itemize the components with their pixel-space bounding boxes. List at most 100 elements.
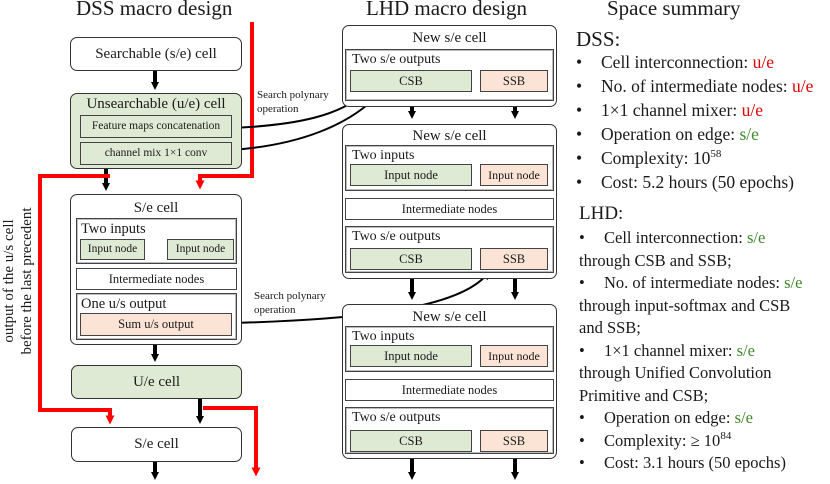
- side-label-line-1: output of the u/s cell: [1, 219, 17, 343]
- lhd-cell-1-ssb: SSB: [480, 70, 548, 92]
- summary-lhd-item-value: s/e: [784, 273, 803, 292]
- ue-cell: U/e cell: [71, 365, 242, 399]
- summary-dss-item: • Cost: 5.2 hours (50 epochs): [576, 170, 813, 194]
- summary-dss-list: • Cell interconnection: u/e • No. of interm…: [576, 50, 813, 194]
- summary-lhd-item: • 1×1 channel mixer: s/e: [579, 340, 802, 363]
- summary-lhd-item-continuation: through input-softmax and CSB: [579, 295, 791, 315]
- channel-mix-node: channel mix 1×1 conv: [80, 142, 232, 165]
- summary-dss-item-label: Complexity: 10: [601, 148, 711, 168]
- red-path-left: [38, 174, 115, 425]
- summary-dss-item-label: Cell interconnection:: [601, 52, 753, 72]
- lhd-title: LHD macro design: [366, 0, 527, 20]
- bullet-icon: •: [579, 228, 585, 247]
- lhd-cell-3-csb: CSB: [350, 430, 472, 452]
- summary-dss-item-label: Operation on edge:: [601, 124, 740, 144]
- se-cell-title: S/e cell: [133, 200, 179, 216]
- se-input-node-2: Input node: [167, 239, 234, 260]
- lhd-cell-3-outputs-label: Two s/e outputs: [352, 410, 441, 425]
- lhd-cell-3-ssb: SSB: [480, 430, 548, 452]
- summary-title: Space summary: [607, 0, 741, 20]
- summary-dss-item: • No. of intermediate nodes: u/e: [576, 74, 813, 98]
- red-path-right: [203, 406, 261, 477]
- bullet-icon: •: [576, 124, 583, 144]
- lhd-cell-2-csb: CSB: [350, 248, 472, 270]
- ue-cell-label: U/e cell: [132, 374, 181, 390]
- se-output-label: One u/s output: [81, 296, 167, 312]
- lhd-cell-1-csb: CSB: [350, 70, 472, 92]
- search-op-top-line-1: Search polynary: [257, 89, 329, 101]
- summary-lhd-item-label: Cell interconnection:: [604, 228, 747, 247]
- lhd-cell-1-title: New s/e cell: [412, 30, 487, 46]
- dss-title: DSS macro design: [76, 0, 233, 20]
- summary-lhd-heading: LHD:: [579, 203, 624, 224]
- summary-lhd-item-label: 1×1 channel mixer:: [604, 340, 737, 360]
- searchable-cell: Searchable (s/e) cell: [70, 37, 242, 71]
- summary-lhd-item-value: s/e: [734, 408, 753, 427]
- lhd-cell-2-intermediate-nodes: Intermediate nodes: [345, 198, 554, 220]
- lhd-cell-2-input-node-2: Input node: [480, 164, 548, 186]
- bullet-icon: •: [579, 408, 585, 427]
- se-input-node-1: Input node: [80, 239, 145, 260]
- lhd-cell-3-inputs-label: Two inputs: [352, 329, 415, 344]
- summary-lhd-item-continuation: Primitive and CSB;: [579, 385, 709, 405]
- summary-lhd-item-exponent: 84: [720, 429, 732, 442]
- bullet-icon: •: [579, 273, 585, 292]
- summary-lhd-item-label: Complexity: ≥ 10: [604, 430, 721, 450]
- bullet-icon: •: [576, 100, 583, 120]
- summary-dss-item-label: Cost: 5.2 hours (50 epochs): [601, 172, 794, 192]
- lhd-cell-3-input-node-2: Input node: [480, 345, 548, 367]
- summary-lhd-item-continuation: through CSB and SSB;: [579, 250, 732, 270]
- search-op-label-top: Search polynary operation: [257, 88, 329, 116]
- lhd-cell-3-input-node-1: Input node: [350, 345, 472, 367]
- summary-dss-item-exponent: 58: [710, 148, 722, 160]
- lhd-cell-3-title: New s/e cell: [412, 309, 487, 325]
- search-op-bottom-line-2: operation: [254, 304, 296, 316]
- bullet-icon: •: [579, 430, 585, 450]
- summary-dss-item-label: No. of intermediate nodes:: [601, 76, 792, 96]
- bullet-icon: •: [579, 340, 585, 360]
- lhd-cell-2-outputs-label: Two s/e outputs: [352, 229, 441, 244]
- summary-dss-item: • Operation on edge: s/e: [576, 122, 813, 146]
- lhd-cell-2-title: New s/e cell: [412, 128, 487, 144]
- summary-dss-item-value: u/e: [752, 52, 775, 72]
- summary-lhd-item: • Operation on edge: s/e: [579, 407, 802, 430]
- summary-lhd-item-value: s/e: [736, 340, 755, 360]
- summary-lhd-item: • No. of intermediate nodes: s/e: [579, 272, 802, 295]
- lhd-cell-2-ssb: SSB: [480, 248, 548, 270]
- summary-lhd-item-continuation: through Unified Convolution: [579, 363, 772, 382]
- summary-lhd-item-label: Operation on edge:: [604, 408, 735, 427]
- se-intermediate-nodes: Intermediate nodes: [76, 268, 237, 290]
- unsearchable-cell-title: Unsearchable (u/e) cell: [86, 96, 226, 112]
- bullet-icon: •: [576, 76, 583, 96]
- summary-dss-item: • Complexity: 1058: [576, 146, 813, 170]
- bullet-icon: •: [576, 172, 583, 192]
- summary-dss-heading: DSS:: [576, 27, 621, 51]
- bullet-icon: •: [576, 52, 583, 72]
- red-path-top: [195, 22, 254, 190]
- summary-dss-item: • 1×1 channel mixer: u/e: [576, 98, 813, 122]
- lhd-cell-3-intermediate-nodes: Intermediate nodes: [345, 379, 554, 401]
- summary-lhd-item-label: Cost: 3.1 hours (50 epochs): [604, 453, 786, 472]
- summary-dss-item-value: s/e: [739, 124, 759, 144]
- sum-us-output-node: Sum u/s output: [80, 313, 232, 336]
- summary-dss-item: • Cell interconnection: u/e: [576, 50, 813, 74]
- feature-concat-node: Feature maps concatenation: [80, 115, 232, 138]
- summary-dss-item-value: u/e: [792, 76, 814, 96]
- summary-dss-item-value: u/e: [741, 100, 763, 120]
- side-label-line-2: before the last precedent: [19, 207, 35, 355]
- side-label: output of the u/s cell before the last p…: [0, 171, 40, 391]
- lhd-cell-2-input-node-1: Input node: [350, 164, 472, 186]
- summary-dss-item-label: 1×1 channel mixer:: [601, 100, 742, 120]
- summary-lhd-item: •Cost: 3.1 hours (50 epochs): [579, 452, 802, 475]
- summary-lhd-item: •Cell interconnection: s/e: [579, 227, 802, 250]
- search-op-label-bottom: Search polynary operation: [254, 289, 326, 317]
- search-op-top-line-2: operation: [257, 103, 299, 115]
- summary-lhd-item-label: No. of intermediate nodes:: [604, 273, 785, 292]
- summary-lhd-list: • Cell interconnection: s/e through CSB an…: [579, 227, 802, 475]
- se-cell-bottom: S/e cell: [71, 427, 242, 462]
- search-op-bottom-line-1: Search polynary: [254, 290, 326, 302]
- lhd-cell-1-outputs-label: Two s/e outputs: [352, 52, 441, 67]
- se-cell-bottom-label: S/e cell: [134, 436, 179, 452]
- bullet-icon: •: [576, 148, 583, 168]
- searchable-cell-label: Searchable (s/e) cell: [95, 46, 217, 62]
